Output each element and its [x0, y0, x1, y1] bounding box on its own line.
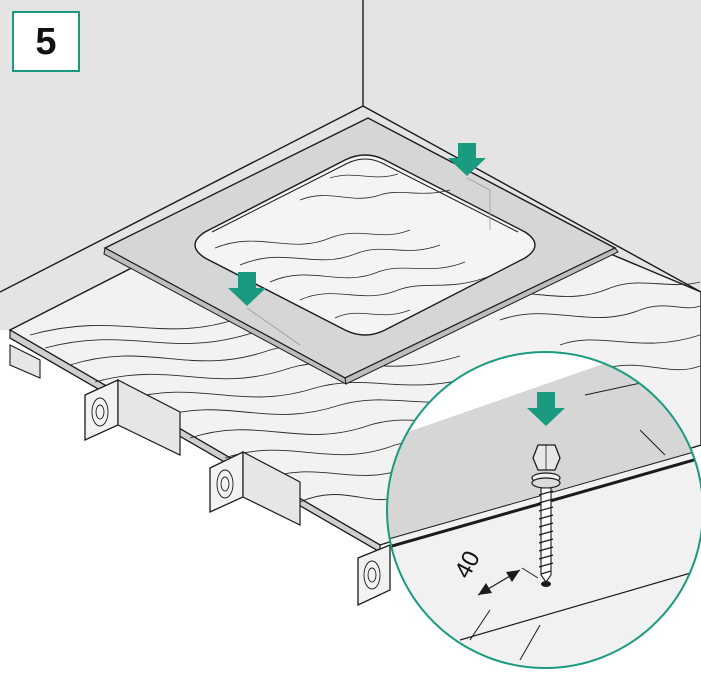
joist-1 — [84, 378, 181, 456]
joist-left-edge — [9, 344, 41, 379]
step-number-badge: 5 — [12, 11, 80, 72]
plate-cutout — [194, 154, 536, 336]
board-seams — [9, 337, 381, 553]
mounting-plate — [103, 117, 619, 385]
floor-joists — [9, 344, 391, 607]
joist-2 — [209, 450, 301, 526]
cutout-wood-grain — [214, 173, 491, 319]
hex-screw-with-washer-icon — [531, 444, 561, 587]
step-number: 5 — [35, 20, 57, 63]
press-guide-lines — [246, 177, 491, 346]
detail-press-arrow-icon — [527, 392, 565, 426]
press-down-arrow-icon — [228, 143, 486, 306]
joist-3 — [357, 544, 391, 607]
